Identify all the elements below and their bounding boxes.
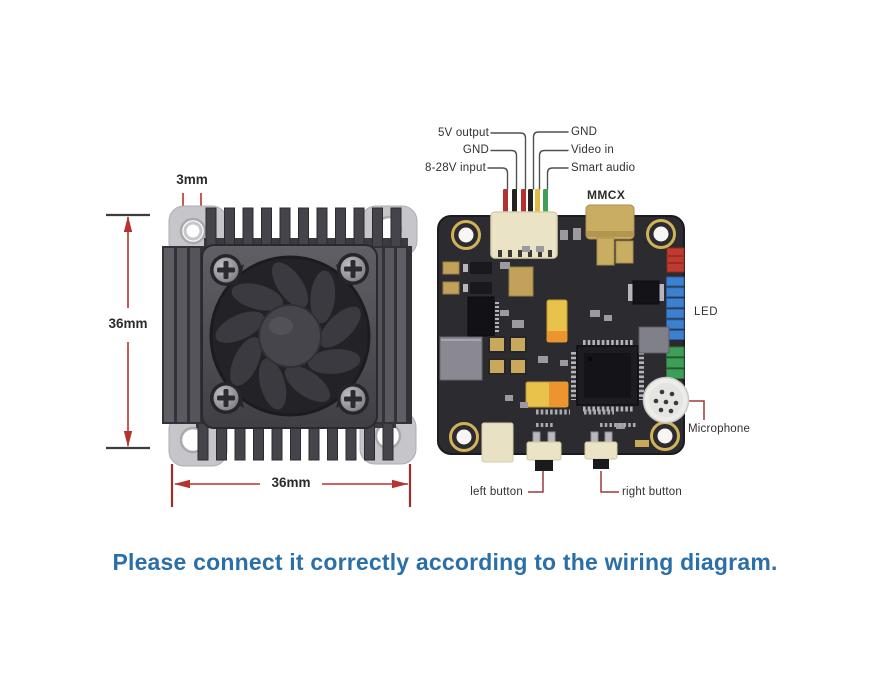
left-edge-pads (442, 261, 460, 295)
cream-component (481, 422, 514, 463)
dim-width-label: 36mm (271, 475, 311, 490)
heatsink-fins-left (162, 246, 206, 424)
fan-blades (213, 260, 363, 411)
pcb-mounting-holes (449, 219, 680, 452)
gray-module (439, 336, 483, 381)
wire-label-5v-output: 5V output (437, 127, 489, 139)
mmcx-connector (585, 204, 635, 266)
left-ic-chip (467, 296, 499, 337)
led-label: LED (694, 306, 719, 318)
mmcx-label: MMCX (587, 188, 626, 202)
input-wires (503, 189, 548, 218)
red-component (666, 247, 685, 273)
yellow-capacitor-2 (525, 381, 569, 408)
left-button (526, 431, 562, 471)
right-button (584, 431, 618, 469)
dim-3mm-label: 3mm (176, 172, 208, 187)
wire-label-smart-audio: Smart audio (571, 162, 636, 174)
right-button-label: right button (622, 486, 682, 498)
corner-screws (210, 253, 369, 415)
pcb-illustration (437, 189, 690, 471)
dim-height-label: 36mm (108, 316, 148, 331)
small-black-caps (463, 262, 492, 294)
black-connector (628, 280, 664, 305)
fan-hub (258, 304, 322, 368)
smd-pin-rows (536, 409, 636, 427)
heatsink-fins-top (204, 207, 408, 251)
microphone (642, 376, 690, 424)
wire-leader-lines (487, 131, 569, 190)
dim-width-lines (170, 464, 412, 507)
led-strip-blue (666, 276, 685, 340)
yellow-capacitor-1 (546, 299, 568, 343)
heatsink-module-illustration (162, 205, 418, 467)
caption-text: Please connect it correctly according to… (112, 549, 778, 575)
shield-chip (638, 326, 670, 354)
wire-label-gnd-left: GND (462, 144, 489, 156)
microphone-label: Microphone (688, 423, 751, 435)
gold-pad-grid (488, 336, 527, 375)
wire-label-video-in: Video in (571, 144, 614, 156)
wire-label-8-28v-input: 8-28V input (424, 162, 486, 174)
heatsink-fins-bottom (196, 419, 396, 461)
left-button-label: left button (470, 486, 523, 498)
tan-inductor (508, 266, 534, 297)
wire-label-gnd-right: GND (571, 126, 598, 138)
dim-height-lines (106, 213, 150, 450)
main-ic-chip (571, 340, 644, 412)
